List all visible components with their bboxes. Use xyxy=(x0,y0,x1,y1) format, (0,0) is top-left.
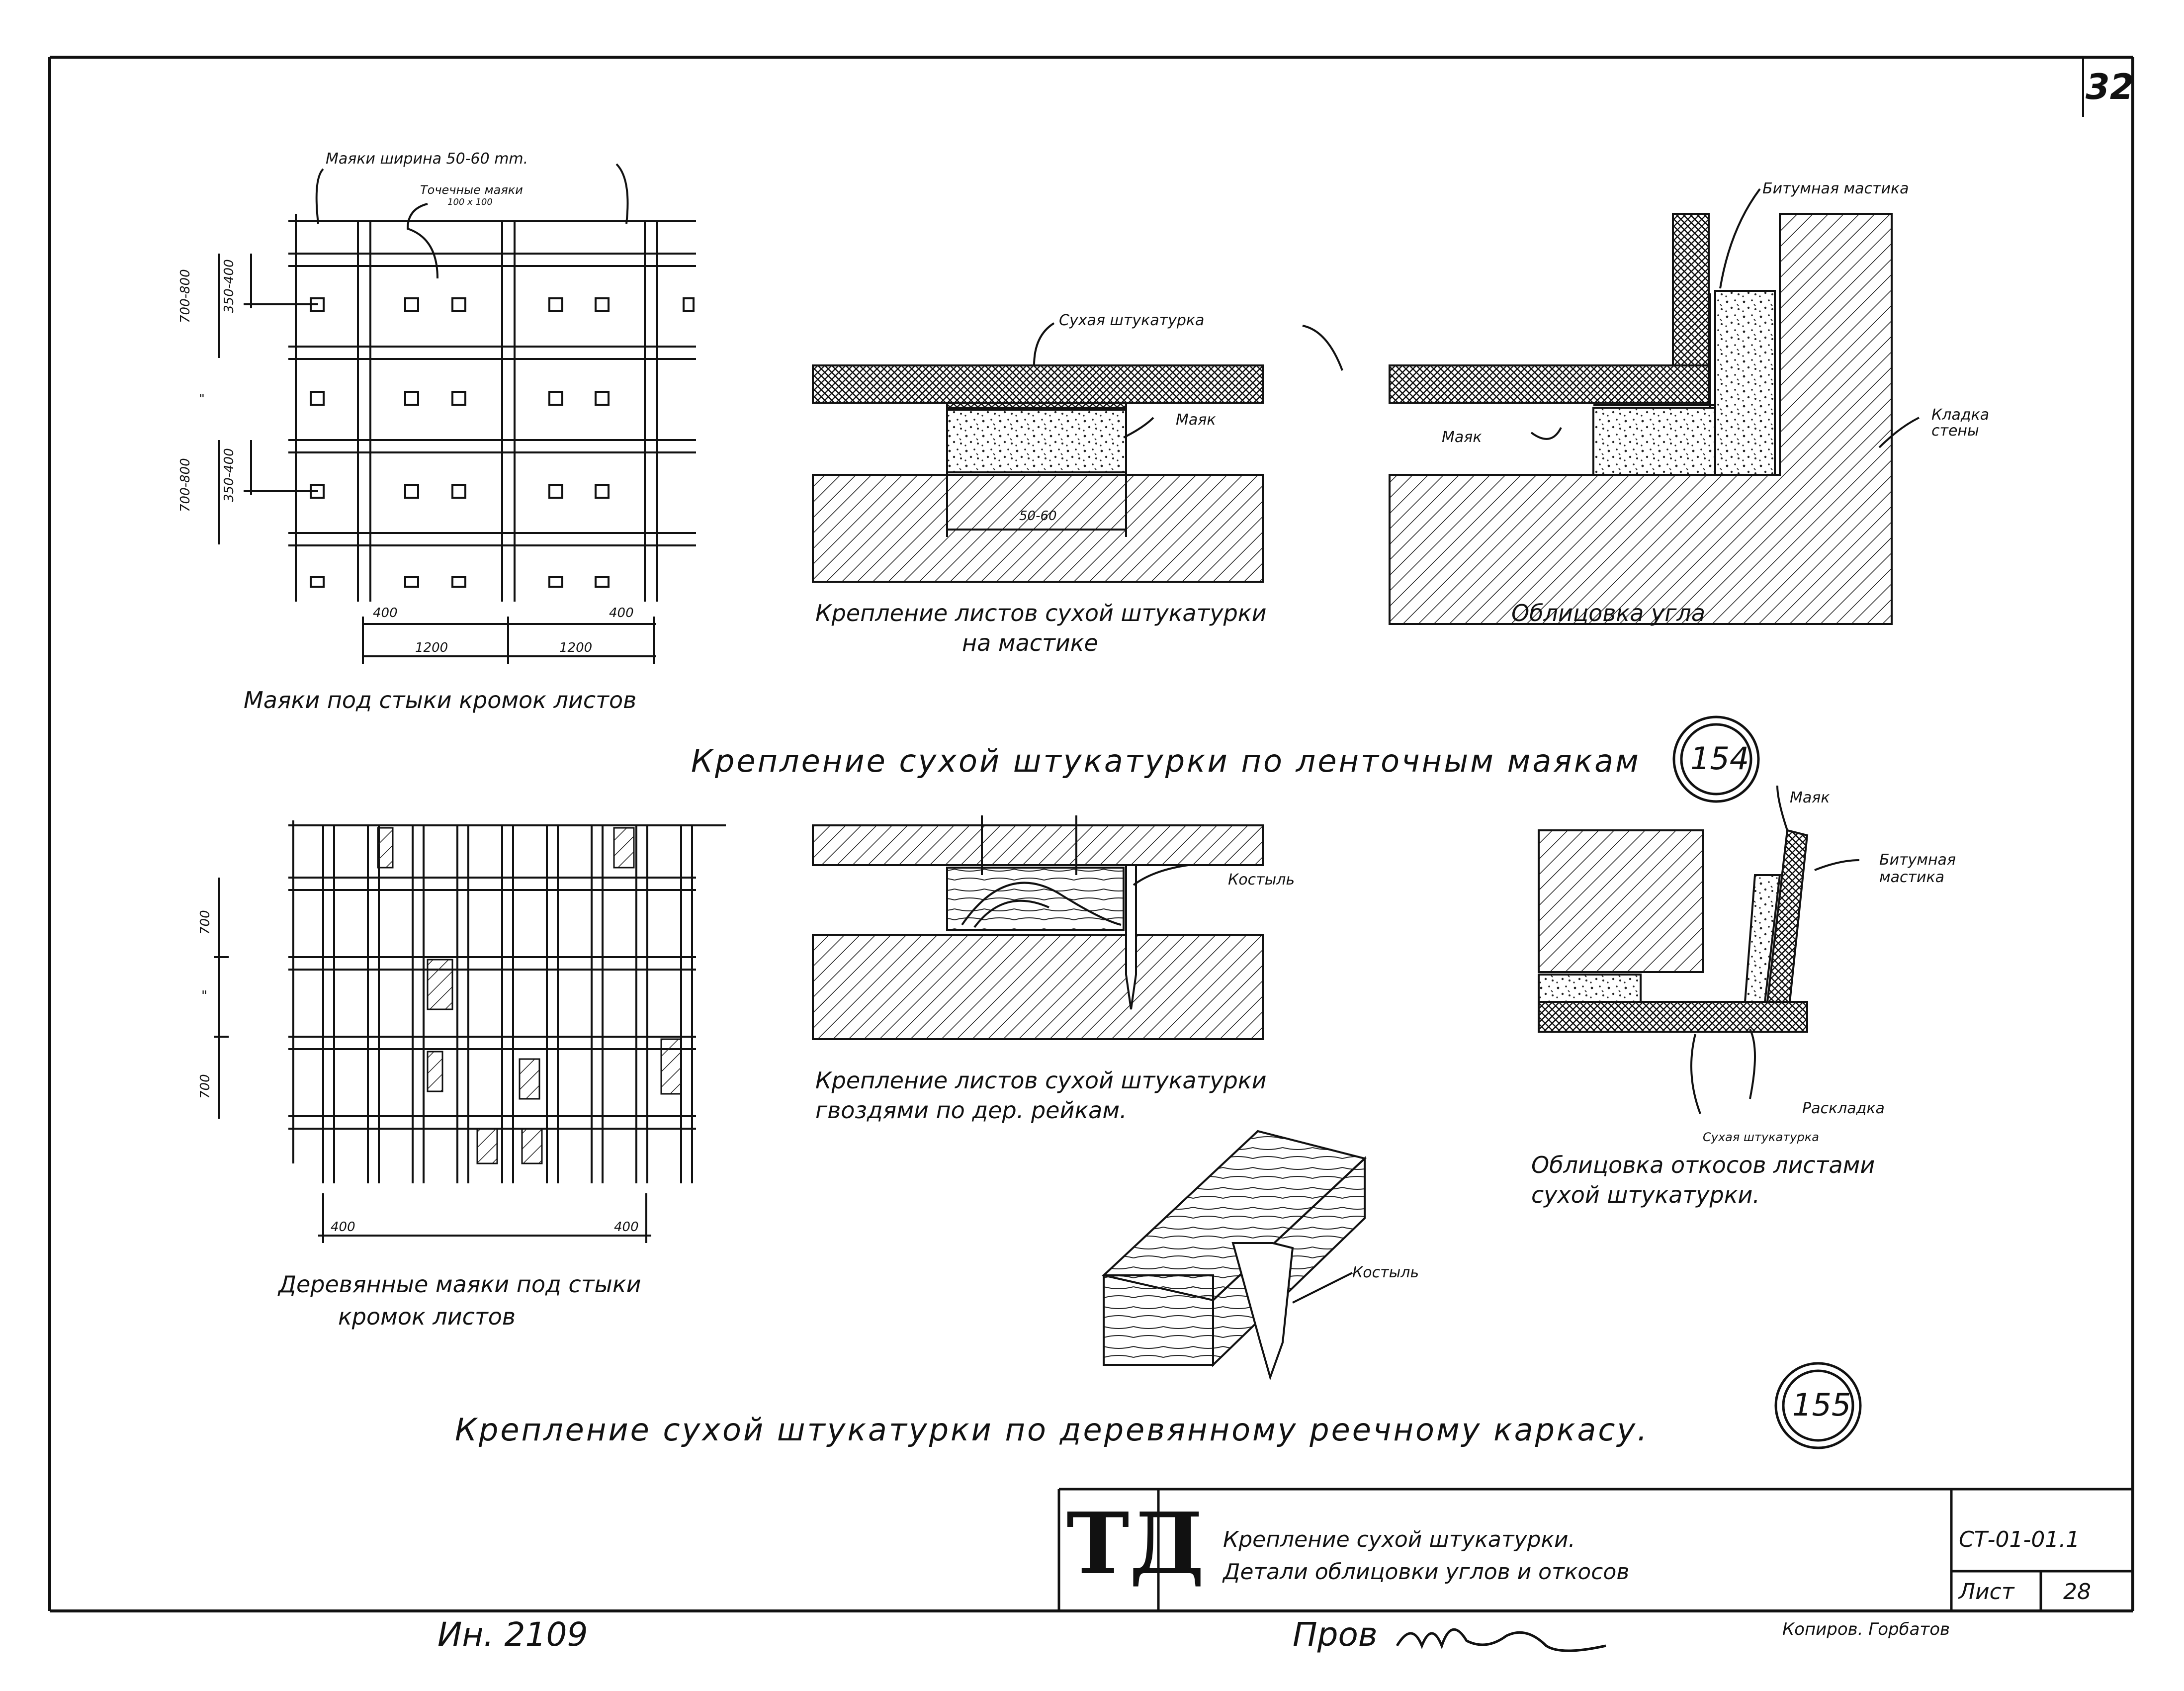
title-155: Крепление сухой штукатурки по деревянном… xyxy=(455,1412,1649,1448)
dim-400-right-154: 400 xyxy=(609,606,634,621)
horizontal-beacons xyxy=(288,253,696,546)
label-strip: Раскладка xyxy=(1802,1100,1885,1117)
caption-plan-155-line2: кромок листов xyxy=(338,1303,516,1330)
dim-50-60: 50-60 xyxy=(1019,509,1057,524)
dim-ditto-154: " xyxy=(199,392,205,407)
label-point-beacons: Точечные маяки xyxy=(420,183,523,197)
dim-700-800-bottom: 700-800 xyxy=(178,458,193,512)
label-bitumen-corner: Битумная мастика xyxy=(1762,180,1909,197)
sheet-frame xyxy=(48,56,2134,1612)
section-reveal xyxy=(1538,785,1860,1114)
page-number: 32 xyxy=(2086,67,2134,107)
caption-corner: Облицовка угла xyxy=(1511,600,1706,626)
caption-reveal-line2: сухой штукатурки. xyxy=(1531,1181,1760,1208)
stamp-checked: Пров xyxy=(1293,1615,1378,1654)
label-masonry-line2: стены xyxy=(1931,422,1979,440)
logo: ТД xyxy=(1066,1494,1205,1594)
wood-grain-marks xyxy=(377,827,682,1164)
drawing-code: СТ-01-01.1 xyxy=(1959,1527,2080,1552)
label-beacon-corner: Маяк xyxy=(1442,429,1482,446)
stamp-inventory: Ин. 2109 xyxy=(437,1615,588,1654)
caption-reveal-line1: Облицовка откосов листами xyxy=(1531,1152,1875,1178)
dim-400-right-155: 400 xyxy=(614,1220,639,1235)
vertical-beacons xyxy=(357,221,658,602)
wood-battens xyxy=(322,825,693,1183)
caption-mastic-line2: на мастике xyxy=(962,629,1098,656)
caption-plan-154: Маяки под стыки кромок листов xyxy=(244,687,637,713)
caption-nails-line1: Крепление листов сухой штукатурки xyxy=(815,1067,1267,1094)
caption-plan-155-line1: Деревянные маяки под стыки xyxy=(278,1271,641,1298)
plan-154-grid xyxy=(218,163,696,664)
plan-155-grid xyxy=(214,820,726,1243)
signature-scribble xyxy=(1396,1628,1606,1652)
figure-number-155: 155 xyxy=(1792,1387,1851,1423)
label-dry-plaster-reveal: Сухая штукатурка xyxy=(1703,1130,1819,1144)
point-beacons xyxy=(310,297,695,588)
isometric-spike xyxy=(1101,1130,1367,1381)
label-spike-isometric: Костыль xyxy=(1352,1264,1419,1281)
label-beacon-mastic: Маяк xyxy=(1176,411,1216,429)
label-bitumen-reveal-line1: Битумная xyxy=(1879,851,1956,869)
dim-700-bottom: 700 xyxy=(198,1074,213,1099)
stamp-copied: Копиров. Горбатов xyxy=(1782,1619,1950,1639)
label-point-size: 100 x 100 xyxy=(447,197,493,207)
title-block-line1: Крепление сухой штукатурки. xyxy=(1223,1527,1575,1552)
caption-nails-line2: гвоздями по дер. рейкам. xyxy=(815,1097,1127,1124)
label-dry-plaster-154: Сухая штукатурка xyxy=(1059,312,1205,329)
title-154: Крепление сухой штукатурки по ленточным … xyxy=(691,743,1641,779)
dim-1200-right: 1200 xyxy=(559,640,593,655)
dim-400-left-154: 400 xyxy=(373,606,398,621)
figure-number-154: 154 xyxy=(1690,740,1749,777)
dim-400-left-155: 400 xyxy=(331,1220,355,1235)
label-spike-section: Костыль xyxy=(1228,871,1295,889)
label-beacon-reveal: Маяк xyxy=(1790,789,1830,806)
title-block-line2: Детали облицовки углов и откосов xyxy=(1223,1559,1630,1585)
dim-350-400-bottom: 350-400 xyxy=(222,448,237,502)
section-corner xyxy=(1389,188,1920,625)
label-masonry-line1: Кладка xyxy=(1931,406,1990,424)
caption-mastic-line1: Крепление листов сухой штукатурки xyxy=(815,600,1267,626)
label-beacons-width: Маяки ширина 50-60 mm. xyxy=(326,150,528,168)
section-mastic xyxy=(812,322,1343,583)
dim-700-top: 700 xyxy=(198,910,213,935)
sheet-number: 28 xyxy=(2063,1579,2091,1604)
title-block xyxy=(1057,1488,2133,1611)
dim-700-800-top: 700-800 xyxy=(178,269,193,323)
sheet-label: Лист xyxy=(1959,1579,2014,1604)
section-nails xyxy=(812,815,1264,1040)
dim-350-400-top: 350-400 xyxy=(222,259,237,313)
dim-1200-left: 1200 xyxy=(415,640,448,655)
figure-number-circles xyxy=(1672,715,1862,1449)
dim-ditto-155: " xyxy=(201,988,207,1003)
label-bitumen-reveal-line2: мастика xyxy=(1879,869,1944,886)
